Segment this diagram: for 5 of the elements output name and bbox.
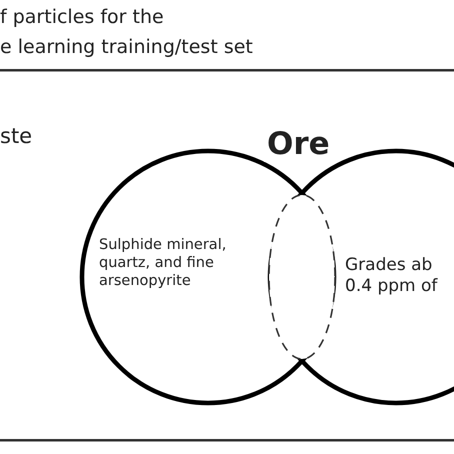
category-label: ste	[0, 124, 32, 148]
set-label: Grades ab 0.4 ppm of	[345, 255, 439, 298]
heading-text: e learning training/test set	[0, 36, 253, 58]
set-label: Sulphide mineral, quartz, and fine arsenopyrite	[99, 236, 228, 290]
heading-text: f particles for the	[0, 6, 164, 28]
